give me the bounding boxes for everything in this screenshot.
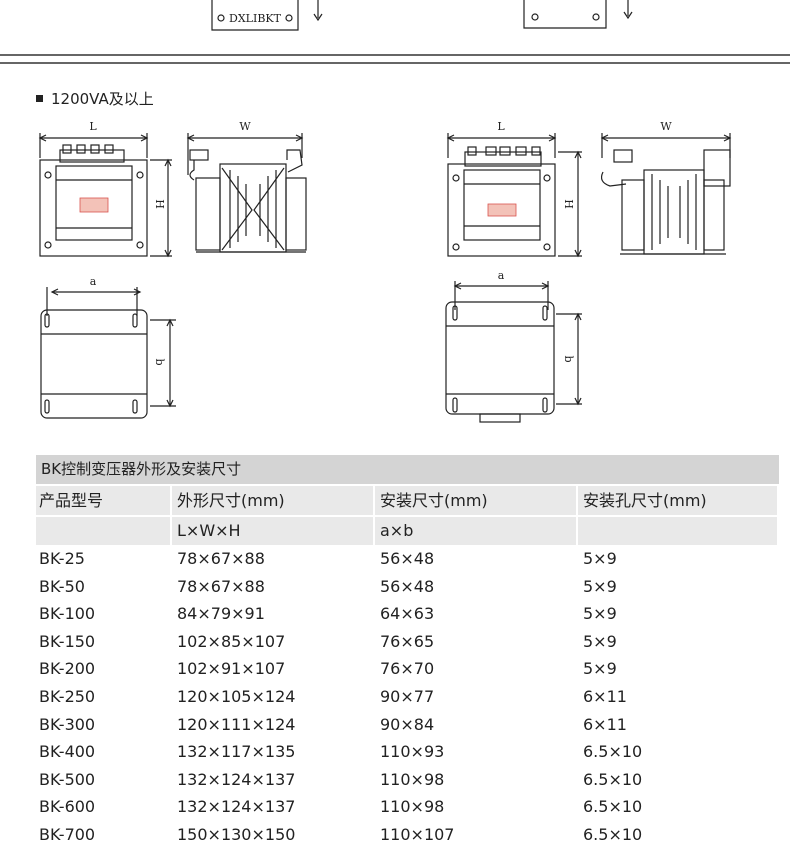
header-hole: 安装孔尺寸(mm) xyxy=(578,486,779,515)
right-side-view xyxy=(600,133,732,255)
section-title-text: 1200VA及以上 xyxy=(51,90,154,108)
dim-label-L: L xyxy=(89,120,97,133)
cell-model: BK-250 xyxy=(39,686,96,706)
table-row: BK-500 132×124×137 110×98 6.5×10 xyxy=(36,766,779,794)
header-mount: 安装尺寸(mm) xyxy=(375,486,578,515)
top-device-right xyxy=(523,0,633,29)
table-subheader-row: L×W×H a×b xyxy=(36,517,779,545)
cell-dims: 102×85×107 xyxy=(177,631,286,651)
cell-dims: 102×91×107 xyxy=(177,659,286,679)
subheader-mount: a×b xyxy=(375,517,578,545)
cell-model: BK-100 xyxy=(39,604,96,624)
cell-hole: 5×9 xyxy=(583,659,617,679)
section-title: 1200VA及以上 xyxy=(36,88,154,109)
cell-dims: 132×124×137 xyxy=(177,769,296,789)
table-row: BK-700 150×130×150 110×107 6.5×10 xyxy=(36,821,779,849)
cell-hole: 6.5×10 xyxy=(583,769,643,789)
table-header-row: 产品型号 外形尺寸(mm) 安装尺寸(mm) 安装孔尺寸(mm) xyxy=(36,486,779,515)
cell-mount: 110×98 xyxy=(380,797,445,817)
subheader-model xyxy=(36,517,172,545)
cell-mount: 110×98 xyxy=(380,769,445,789)
bullet-icon xyxy=(36,95,43,102)
top-device-left xyxy=(211,0,323,31)
cell-mount: 90×84 xyxy=(380,714,435,734)
cell-dims: 78×67×88 xyxy=(177,549,265,568)
table-row: BK-25 78×67×88 56×48 5×9 xyxy=(36,545,779,573)
cell-dims: 150×130×150 xyxy=(177,824,296,844)
cell-dims: 84×79×91 xyxy=(177,604,265,624)
cell-mount: 76×70 xyxy=(380,659,435,679)
left-side-view xyxy=(186,133,307,253)
dim-label-b-right: b xyxy=(562,355,575,362)
dim-label-H-right: H xyxy=(562,199,575,209)
dim-label-a-right: a xyxy=(498,269,505,282)
cell-model: BK-700 xyxy=(39,824,96,844)
cell-model: BK-500 xyxy=(39,769,96,789)
cell-hole: 5×9 xyxy=(583,631,617,651)
dim-label-b: b xyxy=(153,358,166,365)
cell-hole: 5×9 xyxy=(583,604,617,624)
cell-dims: 132×124×137 xyxy=(177,797,296,817)
table-row: BK-250 120×105×124 90×77 6×11 xyxy=(36,683,779,711)
cell-model: BK-600 xyxy=(39,797,96,817)
top-device-nameplate: DXLIBKT xyxy=(229,12,282,25)
cell-mount: 76×65 xyxy=(380,631,435,651)
dim-label-H: H xyxy=(153,199,166,209)
table-row: BK-300 120×111×124 90×84 6×11 xyxy=(36,711,779,739)
cell-dims: 132×117×135 xyxy=(177,742,296,762)
dim-label-W: W xyxy=(239,120,251,133)
table-row: BK-150 102×85×107 76×65 5×9 xyxy=(36,628,779,656)
cell-mount: 56×48 xyxy=(380,549,435,568)
cell-dims: 78×67×88 xyxy=(177,576,265,596)
header-dims: 外形尺寸(mm) xyxy=(172,486,375,515)
cell-mount: 64×63 xyxy=(380,604,435,624)
table-row: BK-50 78×67×88 56×48 5×9 xyxy=(36,573,779,601)
cell-mount: 90×77 xyxy=(380,686,435,706)
cell-mount: 56×48 xyxy=(380,576,435,596)
cell-hole: 6.5×10 xyxy=(583,824,643,844)
table-row: BK-200 102×91×107 76×70 5×9 xyxy=(36,655,779,683)
cell-hole: 6.5×10 xyxy=(583,742,643,762)
cell-model: BK-300 xyxy=(39,714,96,734)
cell-hole: 6.5×10 xyxy=(583,797,643,817)
cell-dims: 120×111×124 xyxy=(177,714,296,734)
cell-mount: 110×93 xyxy=(380,742,445,762)
subheader-hole xyxy=(578,517,779,545)
table-row: BK-600 132×124×137 110×98 6.5×10 xyxy=(36,793,779,821)
left-front-view xyxy=(38,133,172,258)
cell-dims: 120×105×124 xyxy=(177,686,296,706)
cell-hole: 6×11 xyxy=(583,714,627,734)
cell-model: BK-150 xyxy=(39,631,96,651)
cell-hole: 6×11 xyxy=(583,686,627,706)
subheader-dims: L×W×H xyxy=(172,517,375,545)
cell-model: BK-400 xyxy=(39,742,96,762)
left-bottom-view xyxy=(40,287,176,419)
right-front-view xyxy=(446,133,582,258)
cell-model: BK-200 xyxy=(39,659,96,679)
cell-hole: 5×9 xyxy=(583,549,617,568)
cell-hole: 5×9 xyxy=(583,576,617,596)
table-row: BK-400 132×117×135 110×93 6.5×10 xyxy=(36,738,779,766)
spec-table: BK控制变压器外形及安装尺寸 产品型号 外形尺寸(mm) 安装尺寸(mm) 安装… xyxy=(36,455,779,849)
cell-model: BK-50 xyxy=(39,576,85,596)
dim-label-W-right: W xyxy=(660,120,672,133)
table-caption: BK控制变压器外形及安装尺寸 xyxy=(36,455,779,484)
cell-model: BK-25 xyxy=(39,549,85,568)
header-model: 产品型号 xyxy=(36,486,172,515)
table-row: BK-100 84×79×91 64×63 5×9 xyxy=(36,600,779,628)
dim-label-L-right: L xyxy=(497,120,505,133)
dim-label-a: a xyxy=(90,275,97,288)
right-bottom-view xyxy=(445,281,582,423)
cell-mount: 110×107 xyxy=(380,824,455,844)
